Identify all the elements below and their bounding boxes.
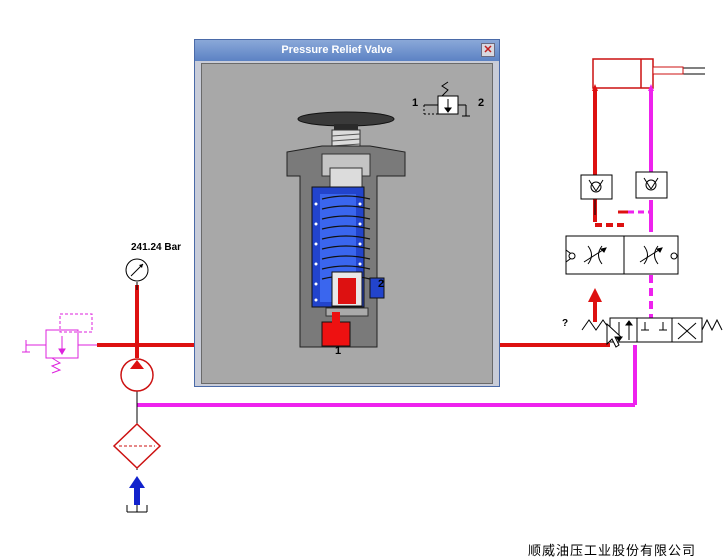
poppet-icon	[325, 271, 369, 317]
adjust-knob-icon	[297, 111, 395, 127]
return-line	[137, 90, 653, 407]
mouse-cursor-icon	[606, 322, 623, 348]
relief-valve-symbol-small-icon	[423, 81, 470, 117]
flow-arrow-up-icon	[588, 288, 602, 302]
tank-port	[369, 277, 385, 299]
suction-shaft	[134, 487, 140, 505]
check-valve-right-icon	[635, 171, 668, 199]
company-footer: 顺威油压工业股份有限公司	[528, 543, 697, 558]
hydraulic-cylinder-icon	[592, 58, 684, 91]
pump-icon	[120, 358, 154, 392]
unknown-label: ?	[562, 318, 569, 329]
filter-icon	[112, 422, 162, 470]
port-1-label: 1	[335, 345, 342, 357]
suction-arrow-icon	[129, 476, 145, 488]
valve-cutaway-panel: 1 2 2 1	[201, 63, 493, 384]
relief-valve-symbol-icon	[22, 313, 97, 374]
inlet-port	[321, 321, 351, 347]
flow-control-left-icon	[565, 235, 625, 275]
close-button[interactable]: ✕	[481, 43, 495, 57]
valve-cutaway-drawing	[286, 81, 470, 348]
pressure-gauge	[125, 258, 149, 290]
symbol-port-1: 1	[412, 97, 419, 109]
port-2-label: 2	[378, 278, 385, 290]
directional-valve-icon	[581, 317, 723, 343]
gauge-reading: 241.24 Bar	[131, 242, 182, 253]
symbol-port-2: 2	[478, 97, 485, 109]
pressure-relief-valve-window[interactable]: Pressure Relief Valve ✕	[194, 39, 500, 387]
window-titlebar[interactable]: Pressure Relief Valve ✕	[195, 40, 499, 61]
check-valve-left-icon	[580, 174, 613, 200]
window-title: Pressure Relief Valve	[281, 44, 393, 56]
flow-control-right-icon	[623, 235, 679, 275]
